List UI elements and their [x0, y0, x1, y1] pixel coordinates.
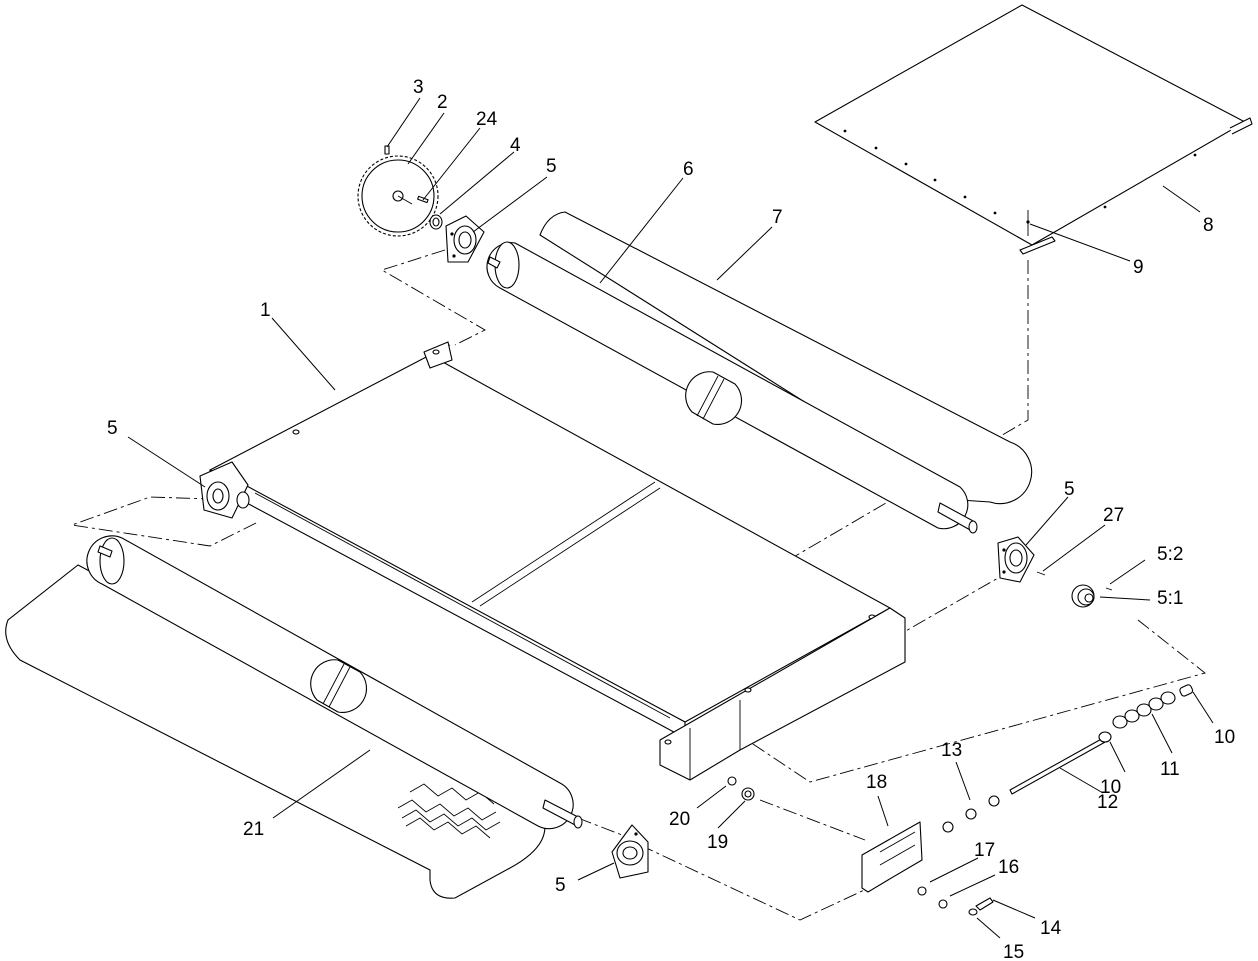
callout-5: 5 — [1064, 479, 1075, 500]
callout-3: 3 — [413, 77, 424, 98]
callout-11: 11 — [1160, 759, 1180, 780]
callout-9: 9 — [1133, 257, 1144, 278]
callout-14: 14 — [1040, 918, 1062, 939]
callout-8: 8 — [1203, 215, 1214, 236]
callout-19: 19 — [707, 832, 728, 853]
upper-belt — [539, 211, 1033, 505]
frame — [199, 341, 906, 781]
callout-labels: 3 2 24 4 5 6 7 8 9 1 5 5 27 5:2 5:1 10 1… — [107, 77, 1235, 961]
callout-13: 13 — [941, 740, 962, 761]
callout-5: 5 — [546, 156, 557, 177]
callout-5: 5 — [107, 418, 118, 439]
callout-21: 21 — [243, 819, 264, 840]
leader-lines — [127, 97, 1214, 939]
bearing-lower — [611, 824, 649, 879]
callout-10: 10 — [1100, 777, 1121, 798]
callout-1: 1 — [260, 300, 271, 321]
callout-7: 7 — [772, 207, 783, 228]
cover-plate — [814, 4, 1253, 255]
lower-belt — [5, 564, 546, 899]
callout-10: 10 — [1214, 727, 1235, 748]
callout-5-1: 5:1 — [1157, 588, 1183, 609]
callout-16: 16 — [998, 857, 1019, 878]
callout-17: 17 — [974, 840, 995, 861]
callout-24: 24 — [476, 109, 498, 130]
lower-roller — [86, 535, 583, 830]
bearing-upper-left — [445, 215, 485, 263]
callout-12: 12 — [1097, 792, 1118, 813]
drive-roller — [486, 241, 978, 534]
bearing-right — [997, 536, 1046, 583]
bearing-insert — [1071, 584, 1113, 608]
callout-6: 6 — [683, 159, 694, 180]
sprocket-assembly — [357, 145, 443, 237]
tensioner-assembly — [727, 684, 1194, 916]
tension-spring — [1112, 691, 1176, 729]
callout-5: 5 — [555, 875, 566, 896]
callout-27: 27 — [1103, 505, 1124, 526]
callout-5-2: 5:2 — [1157, 544, 1183, 565]
callout-18: 18 — [866, 772, 887, 793]
callout-20: 20 — [669, 809, 690, 830]
callout-4: 4 — [510, 135, 521, 156]
callout-15: 15 — [1003, 942, 1024, 961]
callout-2: 2 — [437, 92, 448, 113]
